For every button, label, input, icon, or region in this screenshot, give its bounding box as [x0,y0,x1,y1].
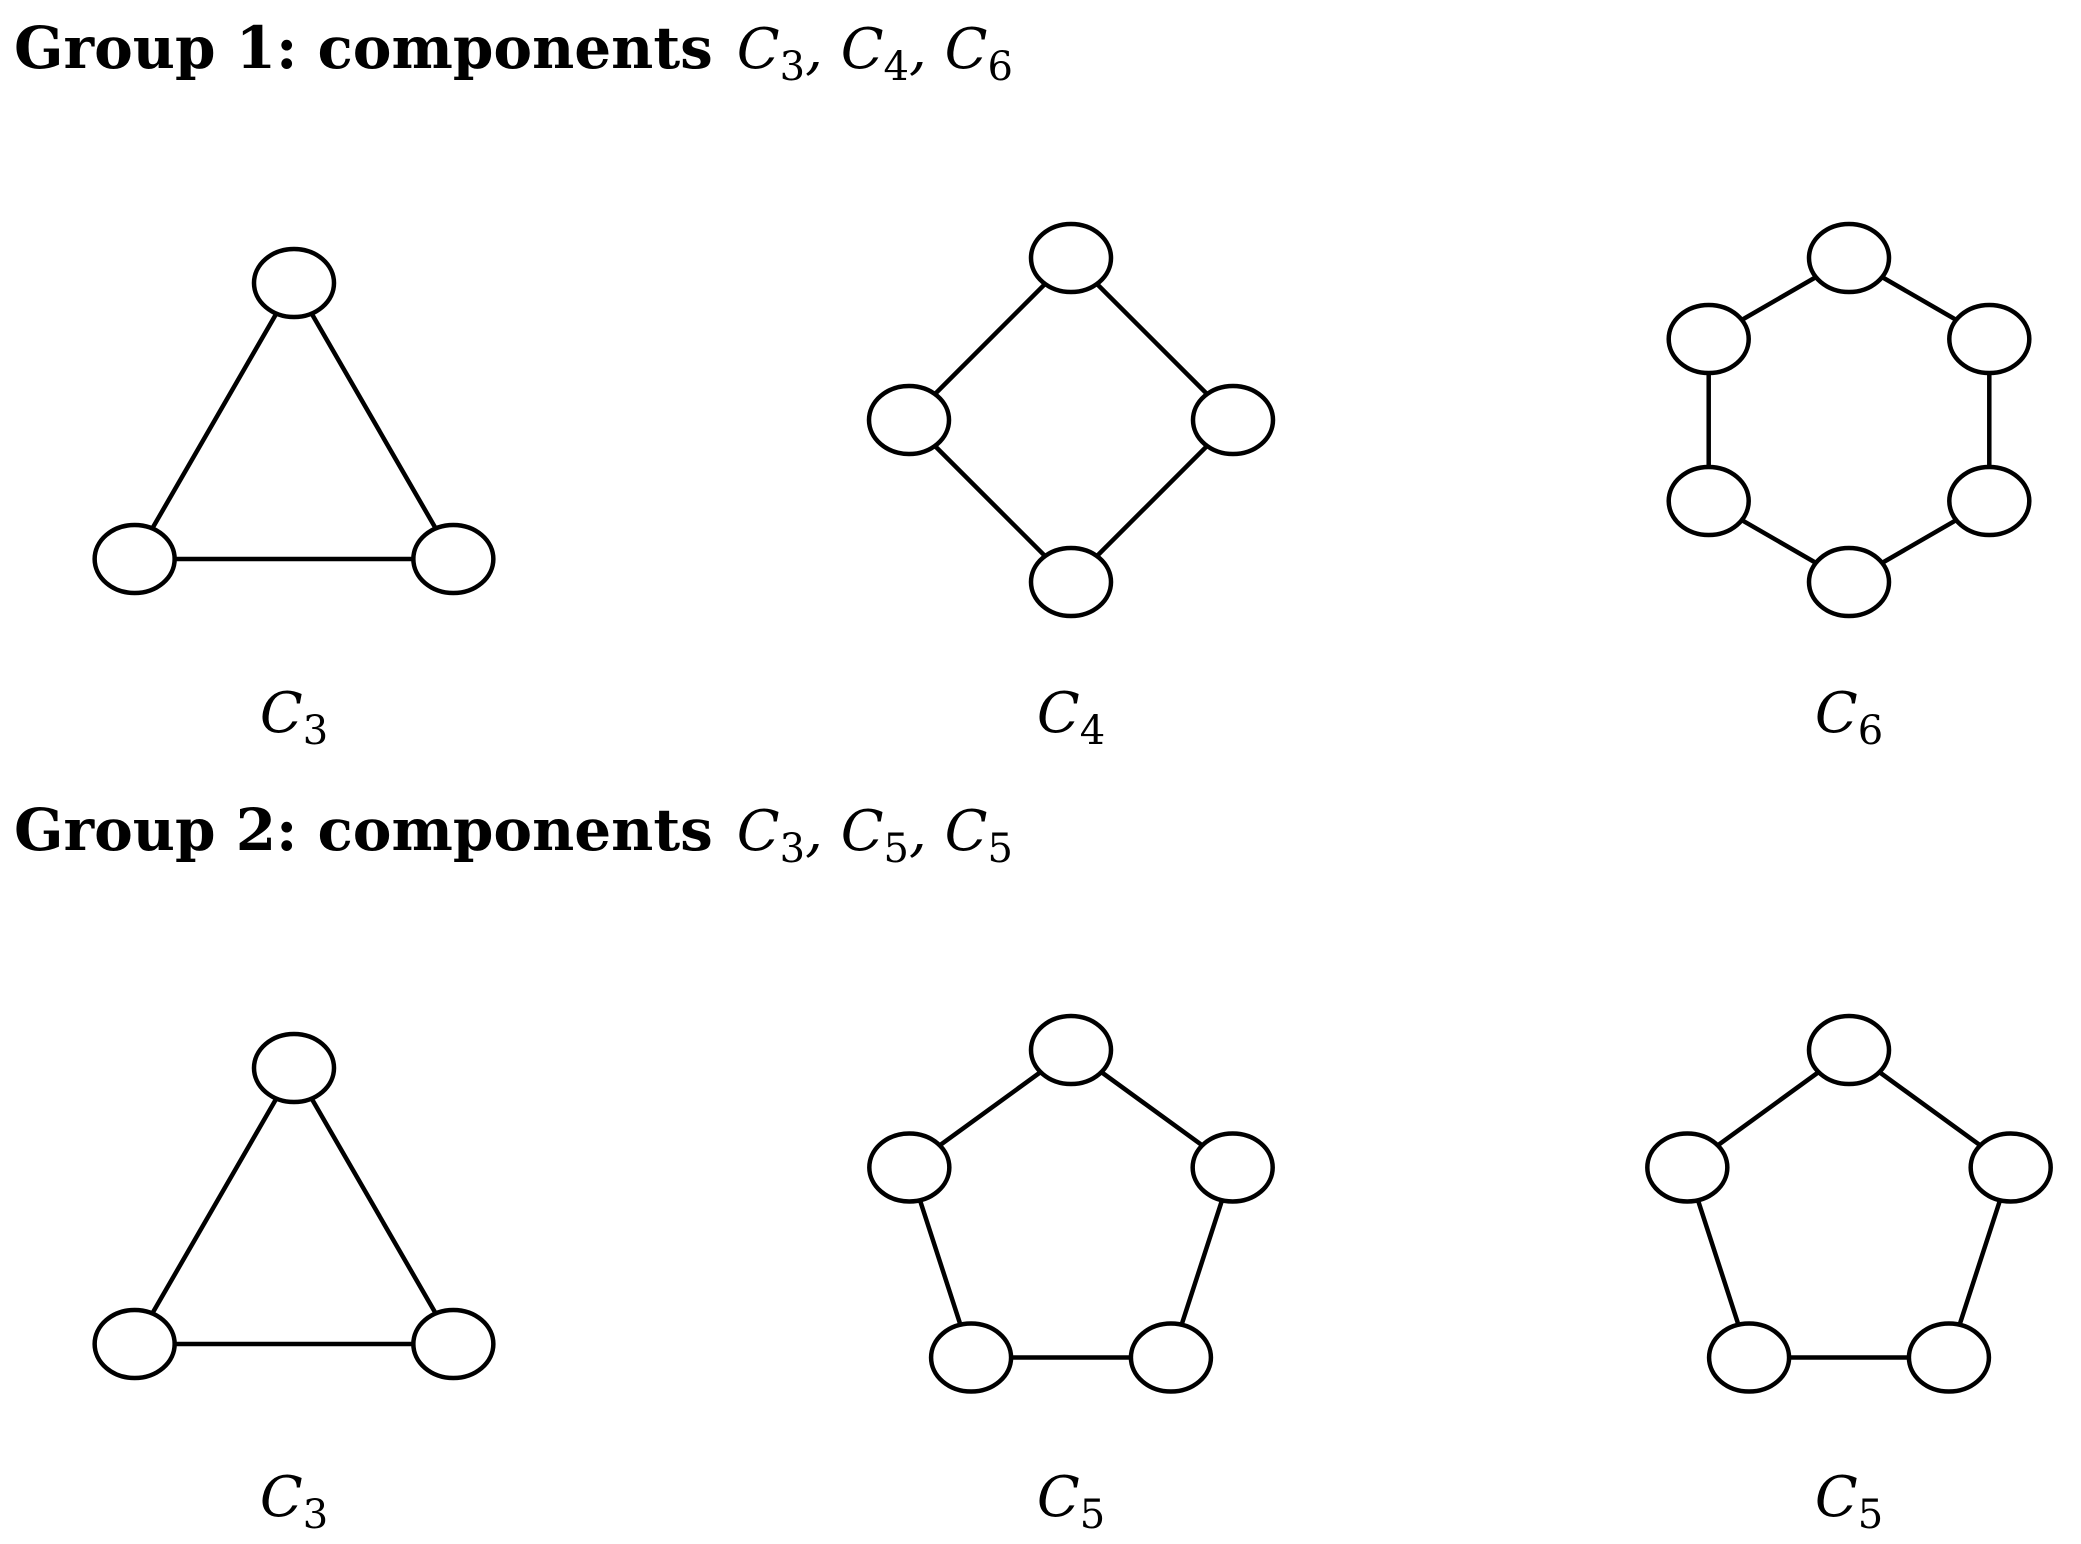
graph-vertex [1028,1013,1114,1087]
graph-vertex [1128,1321,1214,1394]
graph-vertex [866,383,952,457]
caption-g2-2-letter: C [1815,1465,1858,1530]
caption-g1-2-sub: 6 [1858,708,1883,754]
graph-vertex [92,522,177,596]
g1-comma-1: , [909,17,945,82]
g2-comp-0-letter: C [737,799,780,864]
graph-vertex [411,522,496,596]
graph-g1-c3 [92,246,496,596]
graph-g2-c5-a [867,1013,1275,1394]
graph-edge [132,281,296,561]
graph-vertex [411,1307,496,1381]
graph-g2-c3 [92,1031,496,1381]
graph-vertex [251,246,337,320]
caption-g1-2: C6 [1815,681,1883,754]
graph-vertex [928,1321,1014,1394]
caption-g1-1: C4 [1037,681,1105,754]
group-1-label: Group 1: [14,14,297,82]
graph-vertex [1806,1013,1892,1087]
caption-g2-0: C3 [260,1465,328,1538]
graph-vertex [1190,383,1276,457]
g2-comp-1-sub: 5 [884,826,909,872]
graph-vertex [1968,1131,2053,1204]
g1-comp-1-sub: 4 [884,44,909,90]
g2-comma-1: , [909,799,945,864]
graph-g2-c5-b [1645,1013,2053,1394]
group-2-label: Group 2: [14,796,297,864]
caption-g1-2-letter: C [1815,681,1858,746]
graph-vertex [1806,221,1892,295]
caption-g1-1-sub: 4 [1080,708,1105,754]
g1-comp-2-sub: 6 [987,44,1012,90]
graph-vertex [1190,1131,1275,1204]
graph-edge [292,281,456,561]
graph-vertex [1028,221,1114,295]
g1-comp-1-letter: C [841,17,884,82]
graph-vertex [1028,545,1114,619]
g2-comp-2-letter: C [945,799,988,864]
g2-comp-1-letter: C [841,799,884,864]
caption-g2-2-sub: 5 [1858,1492,1883,1538]
graph-vertex [1666,302,1751,376]
caption-g1-0: C3 [260,681,328,754]
graph-vertex [1645,1131,1730,1204]
graph-vertex [251,1031,337,1105]
caption-g1-0-letter: C [260,681,303,746]
caption-g1-0-sub: 3 [303,708,328,754]
graph-g1-c4 [866,221,1276,619]
graph-vertex [1906,1321,1992,1394]
g2-comp-0-sub: 3 [780,826,805,872]
caption-g2-0-letter: C [260,1465,303,1530]
caption-g2-1-letter: C [1037,1465,1080,1530]
graph-vertex [1947,464,2032,538]
graph-vertex [1706,1321,1792,1394]
caption-g2-0-sub: 3 [303,1492,328,1538]
graph-edge [132,1066,296,1346]
g1-comp-0-letter: C [737,17,780,82]
graph-vertex [1947,302,2032,376]
graph-g1-c6 [1666,221,2032,619]
g1-comma-0: , [805,17,841,82]
g1-comp-2-letter: C [945,17,988,82]
graph-vertex [1666,464,1751,538]
group-2-word: components [317,796,712,864]
g2-comp-2-sub: 5 [987,826,1012,872]
g1-comp-0-sub: 3 [780,44,805,90]
graph-vertex [1806,545,1892,619]
graph-vertex [867,1131,952,1204]
caption-g1-1-letter: C [1037,681,1080,746]
graph-edge [292,1066,456,1346]
group-1-word: components [317,14,712,82]
g2-comma-0: , [805,799,841,864]
caption-g2-1-sub: 5 [1080,1492,1105,1538]
caption-g2-2: C5 [1815,1465,1883,1538]
graph-vertex [92,1307,177,1381]
caption-g2-1: C5 [1037,1465,1105,1538]
